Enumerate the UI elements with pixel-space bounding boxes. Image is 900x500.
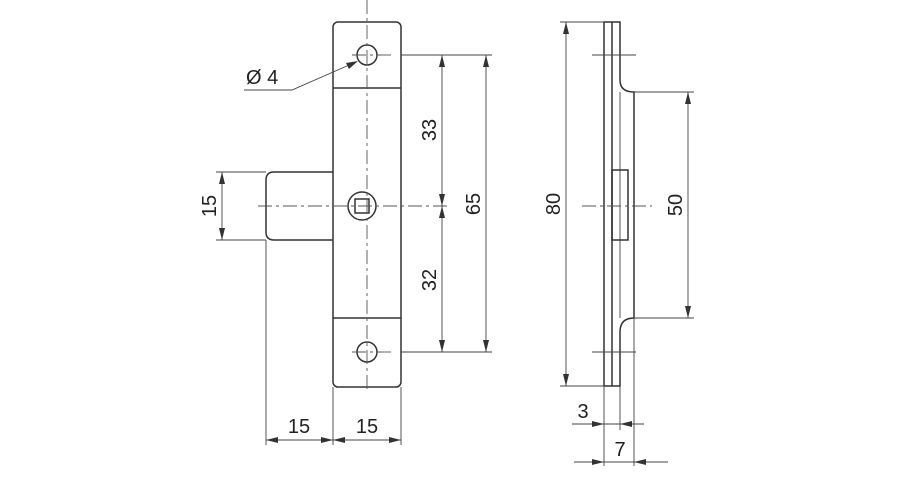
arrow-50-bottom	[685, 306, 691, 318]
arrow-33-bottom	[439, 194, 445, 206]
arrow-15h-top	[219, 172, 225, 184]
side-view: 80 50 3 7	[543, 21, 694, 466]
arrow-7-left	[592, 459, 604, 465]
dim-50-label: 50	[665, 194, 687, 216]
arrow-33-top	[439, 55, 445, 67]
diameter-label: Ø 4	[246, 67, 278, 89]
arrow-32-bottom	[439, 340, 445, 352]
dim-65-label: 65	[463, 193, 485, 215]
diameter-leader-arrow	[346, 61, 358, 69]
dim-15-height-label: 15	[199, 195, 221, 217]
arrow-7-right	[634, 459, 646, 465]
arrow-3-left	[592, 421, 604, 427]
side-profile-outline	[603, 21, 635, 387]
arrow-15b-left	[266, 437, 278, 443]
arrow-15p-right	[389, 437, 401, 443]
dim-33-label: 33	[419, 119, 441, 141]
side-hub-block	[611, 169, 629, 241]
arrow-50-top	[685, 92, 691, 104]
dim-32-label: 32	[419, 269, 441, 291]
dim-7-label: 7	[614, 439, 625, 461]
arrow-80-bottom	[563, 374, 569, 386]
arrow-65-top	[483, 55, 489, 67]
arrow-15p-left	[333, 437, 345, 443]
dim-15-bolt-label: 15	[288, 416, 310, 438]
arrow-80-top	[563, 22, 569, 34]
arrow-15b-right	[321, 437, 333, 443]
arrow-65-bottom	[483, 340, 489, 352]
front-view: Ø 4 33 32 65 15 15 15	[199, 0, 492, 445]
arrow-15h-bottom	[219, 228, 225, 240]
dim-80-label: 80	[543, 193, 565, 215]
diameter-leader	[244, 61, 357, 91]
arrow-32-top	[439, 206, 445, 218]
dim-15-plate-label: 15	[356, 416, 378, 438]
arrow-3-right	[620, 421, 632, 427]
dim-3-label: 3	[577, 401, 588, 423]
